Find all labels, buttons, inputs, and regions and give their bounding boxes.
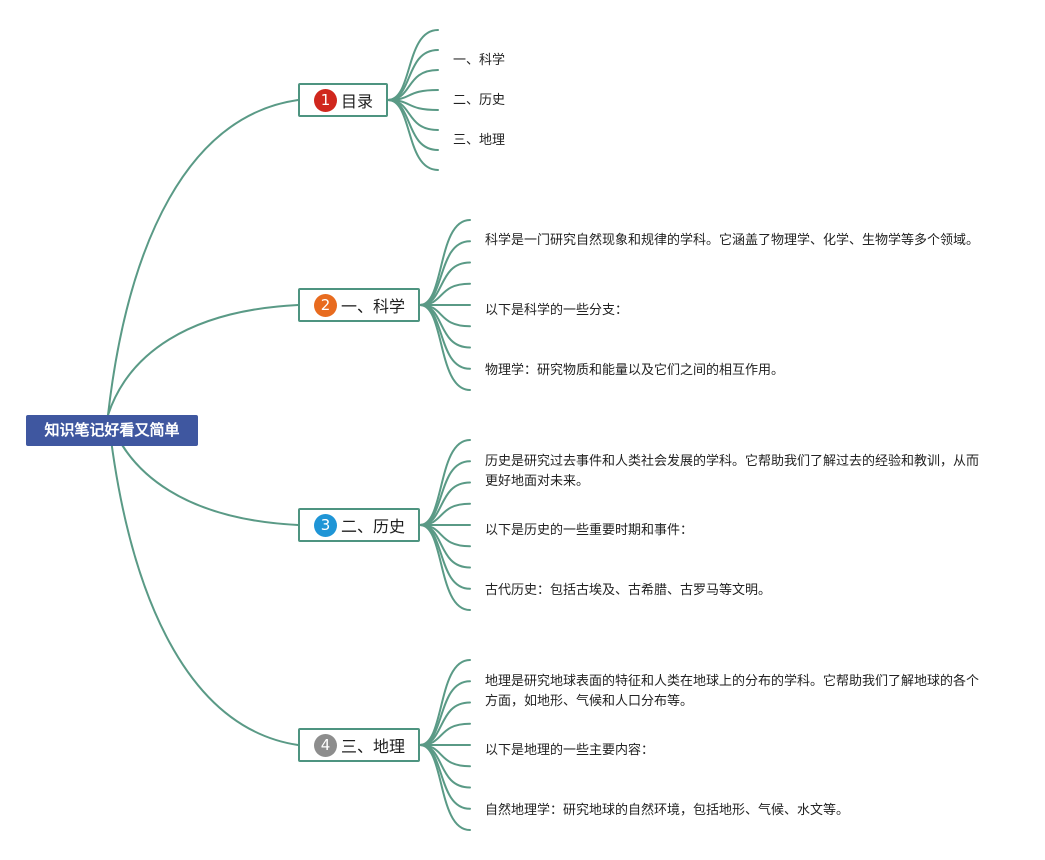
priority-1-icon: 1 [314, 88, 337, 112]
science-intro[interactable]: 科学是一门研究自然现象和规律的学科。它涵盖了物理学、化学、生物学等多个领域。 [485, 233, 980, 248]
priority-4-icon: 4 [314, 733, 337, 757]
root-topic-connector [107, 99, 299, 416]
science-branches-heading[interactable]: 以下是科学的一些分支： [485, 303, 629, 318]
geography-content-heading[interactable]: 以下是地理的一些主要内容： [485, 743, 655, 758]
topic-label: 二、历史 [341, 517, 406, 536]
branch-connector [387, 99, 439, 131]
root-topic-connector [107, 304, 299, 416]
geography-intro[interactable]: 地理是研究地球表面的特征和人类在地球上的分布的学科。它帮助我们了解地球的各个方面… [485, 674, 980, 709]
history-ancient[interactable]: 古代历史：包括古埃及、古希腊、古罗马等文明。 [485, 583, 772, 598]
topic-node-science[interactable]: 2 一、科学 [298, 288, 420, 322]
toc-item-geography[interactable]: 三、地理 [453, 133, 506, 148]
history-intro[interactable]: 历史是研究过去事件和人类社会发展的学科。它帮助我们了解过去的经验和教训，从而更好… [485, 454, 980, 489]
topic-label: 一、科学 [341, 297, 406, 316]
history-periods-heading[interactable]: 以下是历史的一些重要时期和事件： [485, 523, 694, 538]
branch-connector [419, 744, 471, 831]
topic-label: 目录 [341, 92, 374, 111]
root-label: 知识笔记好看又简单 [44, 421, 180, 439]
topic-node-toc[interactable]: 1 目录 [298, 83, 388, 117]
priority-3-icon: 3 [314, 513, 337, 537]
geography-physical[interactable]: 自然地理学：研究地球的自然环境，包括地形、气候、水文等。 [485, 803, 850, 818]
topic-node-history[interactable]: 3 二、历史 [298, 508, 420, 542]
topic-label: 三、地理 [341, 737, 406, 756]
priority-2-icon: 2 [314, 293, 337, 317]
root-node[interactable]: 知识笔记好看又简单 [26, 415, 198, 446]
branch-connector [419, 524, 471, 611]
science-physics[interactable]: 物理学：研究物质和能量以及它们之间的相互作用。 [485, 363, 785, 378]
branch-connector [387, 99, 439, 171]
topic-node-geography[interactable]: 4 三、地理 [298, 728, 420, 762]
toc-item-history[interactable]: 二、历史 [453, 93, 506, 108]
toc-item-science[interactable]: 一、科学 [453, 53, 506, 68]
root-topic-connector [107, 414, 299, 746]
branch-connector [387, 69, 439, 101]
branch-connector [419, 304, 471, 391]
